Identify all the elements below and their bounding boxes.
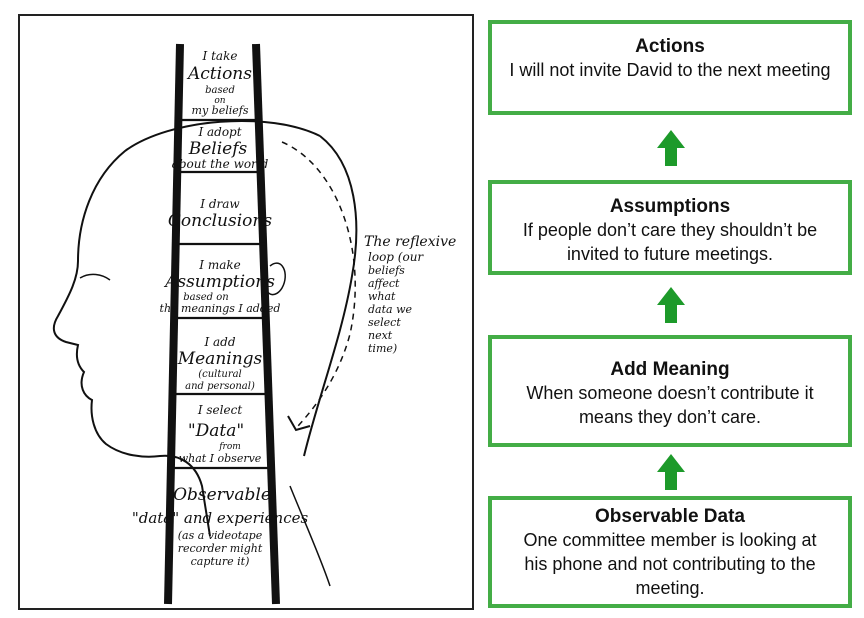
step-title: Observable Data — [595, 506, 745, 527]
rung-observable-line: (as a videotape — [178, 529, 263, 542]
loop-note-line: data we — [368, 303, 412, 316]
rung-conclusions-line: I draw — [199, 197, 240, 211]
rung-meanings-line: and personal) — [185, 381, 255, 392]
rung-actions-line: my beliefs — [192, 104, 249, 117]
rung-actions-line: based — [205, 85, 235, 96]
rung-assumptions-line: the meanings I added — [160, 302, 281, 315]
rung-observable-line: "data" and experiences — [132, 509, 309, 527]
rung-meanings-keyword: Meanings — [177, 349, 263, 369]
neck-line — [289, 485, 331, 587]
rung-observable-line: capture it) — [191, 555, 250, 568]
rung-data-line: I select — [197, 403, 242, 417]
step-title: Add Meaning — [610, 359, 730, 380]
step-body: I will not invite David to the next meet… — [509, 60, 831, 80]
rung-meanings-line: I add — [203, 335, 235, 349]
loop-note-line: loop (our — [368, 250, 424, 264]
loop-note-line: select — [368, 316, 401, 329]
arrow-up-icon — [657, 454, 685, 490]
step-title: Assumptions — [609, 196, 731, 217]
ladder-illustration: I take Actions based on my beliefs I ado… — [18, 14, 474, 610]
step-body: When someone doesn’t contribute it means… — [526, 383, 814, 427]
step-box-assumptions: Assumptions If people don’t care they sh… — [488, 180, 852, 275]
loop-note-line: affect — [368, 277, 400, 290]
rung-observable-line: recorder might — [178, 542, 263, 555]
rung-observable-keyword: Observable — [173, 485, 271, 505]
loop-arrowhead-icon — [287, 415, 311, 432]
step-body: If people don’t care they shouldn’t be i… — [522, 220, 818, 264]
rung-beliefs-line: about the world — [172, 157, 269, 171]
rung-data-line: what I observe — [179, 452, 262, 465]
ladder-rail-right — [252, 43, 280, 605]
step-box-observable-data: Observable Data One committee member is … — [488, 496, 852, 608]
loop-note-line: The reflexive — [364, 234, 456, 250]
step-box-add-meaning: Add Meaning When someone doesn’t contrib… — [488, 335, 852, 447]
rung-assumptions-line: based on — [183, 292, 228, 303]
head-back-outline — [303, 135, 358, 457]
loop-note-line: what — [368, 290, 396, 303]
rung-data-line: from — [218, 442, 241, 452]
step-body: One committee member is looking at his p… — [523, 530, 817, 598]
step-title: Actions — [635, 36, 705, 57]
rung-conclusions-keyword: Conclusions — [168, 211, 272, 231]
loop-note-line: next — [368, 329, 393, 342]
ladder-rail-left — [164, 43, 184, 605]
step-box-actions: Actions I will not invite David to the n… — [488, 20, 852, 115]
rung-actions-keyword: Actions — [186, 64, 252, 84]
rung-data-keyword: "Data" — [188, 421, 244, 441]
rung-actions-line: I take — [202, 49, 238, 63]
loop-note-line: beliefs — [368, 264, 405, 277]
head-profile-outline — [52, 119, 321, 537]
rung-beliefs-line: I adopt — [197, 125, 241, 139]
arrow-up-icon — [657, 287, 685, 323]
rung-actions-line: on — [214, 96, 225, 106]
loop-note-line: time) — [368, 342, 397, 355]
rung-assumptions-line: I make — [198, 258, 240, 272]
rung-meanings-line: (cultural — [198, 369, 242, 380]
rung-beliefs-keyword: Beliefs — [188, 139, 248, 159]
reflexive-loop-arrow — [281, 141, 356, 427]
eye-mark — [79, 273, 111, 281]
arrow-up-icon — [657, 130, 685, 166]
rung-assumptions-keyword: Assumptions — [163, 272, 275, 292]
